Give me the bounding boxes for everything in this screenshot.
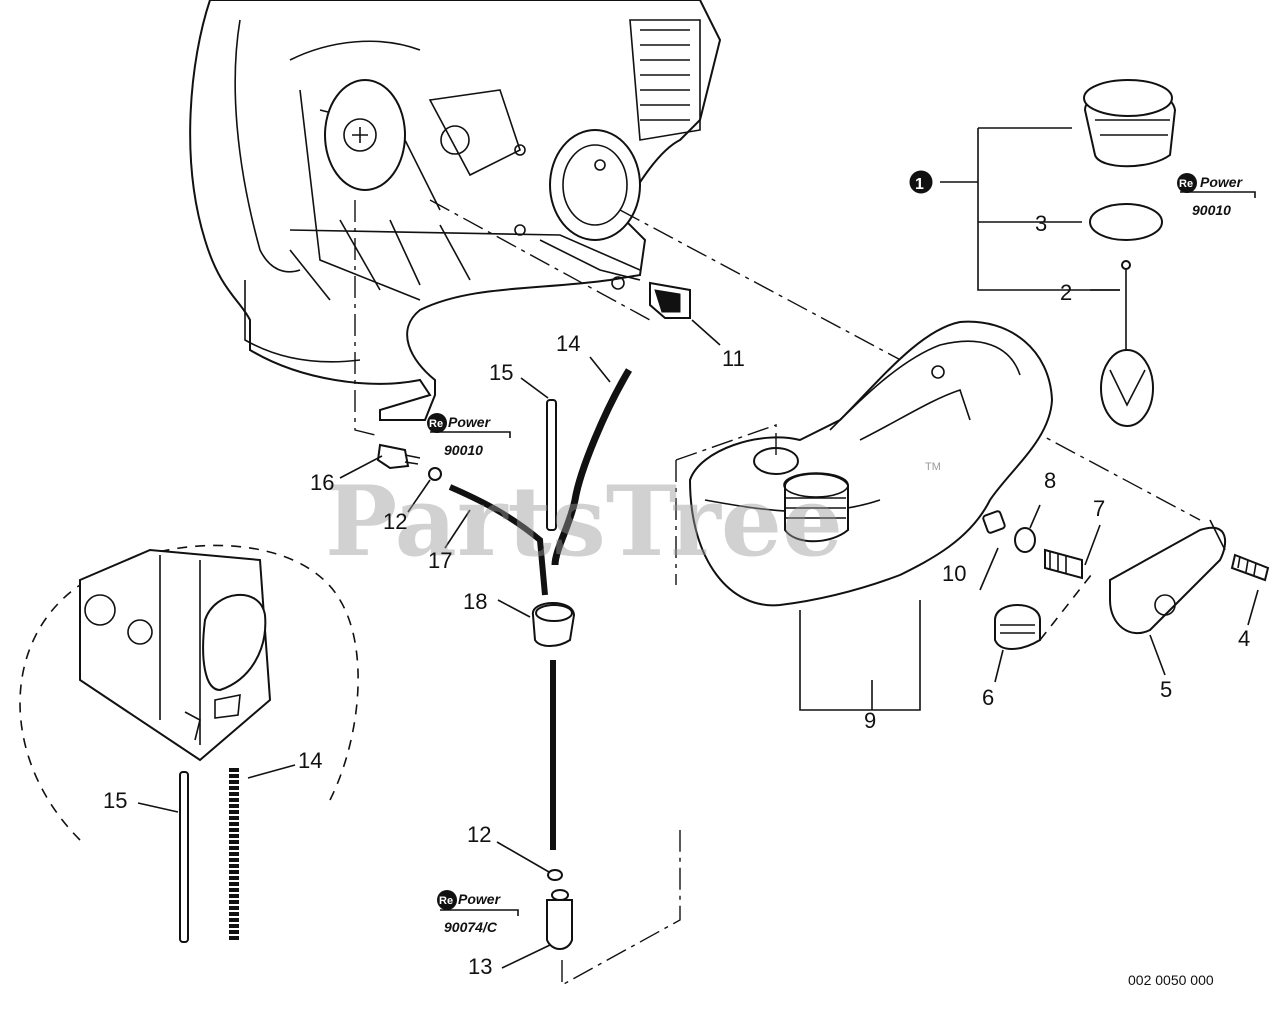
callout-14-inset: 14 (298, 748, 322, 773)
callout-13: 13 (468, 954, 492, 979)
repower-kit-90074c: 90074/C (444, 919, 498, 935)
repower-badge-c: Re Power 90074/C (437, 890, 519, 935)
callout-11: 11 (722, 346, 745, 371)
part-9-fuel-tank (675, 320, 1054, 711)
tank-hardware (979, 504, 1270, 683)
callout-16: 16 (310, 470, 334, 495)
part-11-foam-block (649, 281, 721, 346)
fuel-line-parts (339, 356, 681, 987)
repower-brand-re: Re (439, 895, 453, 907)
engine-leader-lines (354, 199, 1201, 521)
callout-3: 3 (1035, 211, 1047, 236)
repower-kit-90010-a: 90010 (444, 442, 483, 458)
repower-kit-90010-b: 90010 (1192, 202, 1231, 218)
repower-brand-word: Power (1200, 174, 1244, 190)
callout-15-upper: 15 (489, 360, 513, 385)
carburetor-inset (19, 544, 359, 943)
callout-6: 6 (982, 685, 994, 710)
callout-17: 17 (428, 548, 452, 573)
repower-badge-a: Re Power 90010 (427, 413, 511, 458)
engine-housing-illustration (189, 0, 722, 421)
repower-brand-re: Re (1179, 178, 1193, 190)
watermark-tm: TM (925, 461, 941, 473)
callout-8: 8 (1044, 468, 1056, 493)
document-id: 002 0050 000 (1128, 972, 1214, 988)
callout-9: 9 (864, 708, 876, 733)
callout-7: 7 (1093, 496, 1105, 521)
callout-2: 2 (1060, 280, 1072, 305)
callout-18: 18 (463, 589, 487, 614)
callout-12-upper: 12 (383, 509, 407, 534)
callout-14-upper: 14 (556, 331, 580, 356)
repower-brand-re: Re (429, 418, 443, 430)
callout-4: 4 (1238, 626, 1250, 651)
callout-10: 10 (942, 561, 966, 586)
callout-15-inset: 15 (103, 788, 127, 813)
repower-brand-word: Power (448, 414, 492, 430)
callout-5: 5 (1160, 677, 1172, 702)
repower-badge-b: Re Power 90010 (1177, 173, 1256, 218)
fuel-cap-assembly (909, 79, 1177, 427)
repower-brand-word: Power (458, 891, 502, 907)
callout-12-lower: 12 (467, 822, 491, 847)
callout-1: 1 (915, 176, 924, 193)
watermark: PartsTree (325, 465, 843, 578)
